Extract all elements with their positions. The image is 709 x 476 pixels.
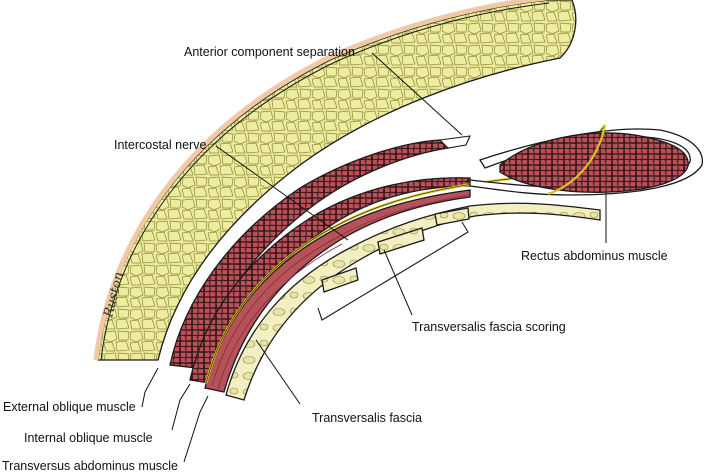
label-transversalis-fascia: Transversalis fascia [312,411,422,425]
leader-lines [141,52,607,463]
transversus-abdominus-muscle [204,189,471,393]
incision-marks [144,367,209,413]
label-rectus-abdominus-muscle: Rectus abdominus muscle [521,249,668,263]
label-transversus-abdominus-muscle: Transversus abdominus muscle [2,459,178,473]
label-external-oblique-muscle: External oblique muscle [3,400,136,414]
anterior-rectus-sheath [469,128,703,196]
label-anterior-component-separation: Anterior component separation [184,45,355,59]
label-transversalis-fascia-scoring: Transversalis fascia scoring [412,320,566,334]
rectus-abdominus-muscle [499,124,689,196]
transversalis-fascia-layer [225,202,601,401]
skin-and-subcutaneous-fat [93,0,577,361]
fascia-scoring-strips [321,207,470,293]
label-intercostal-nerve: Intercostal nerve [114,138,206,152]
label-internal-oblique-muscle: Internal oblique muscle [24,431,153,445]
external-oblique-muscle [169,135,471,369]
